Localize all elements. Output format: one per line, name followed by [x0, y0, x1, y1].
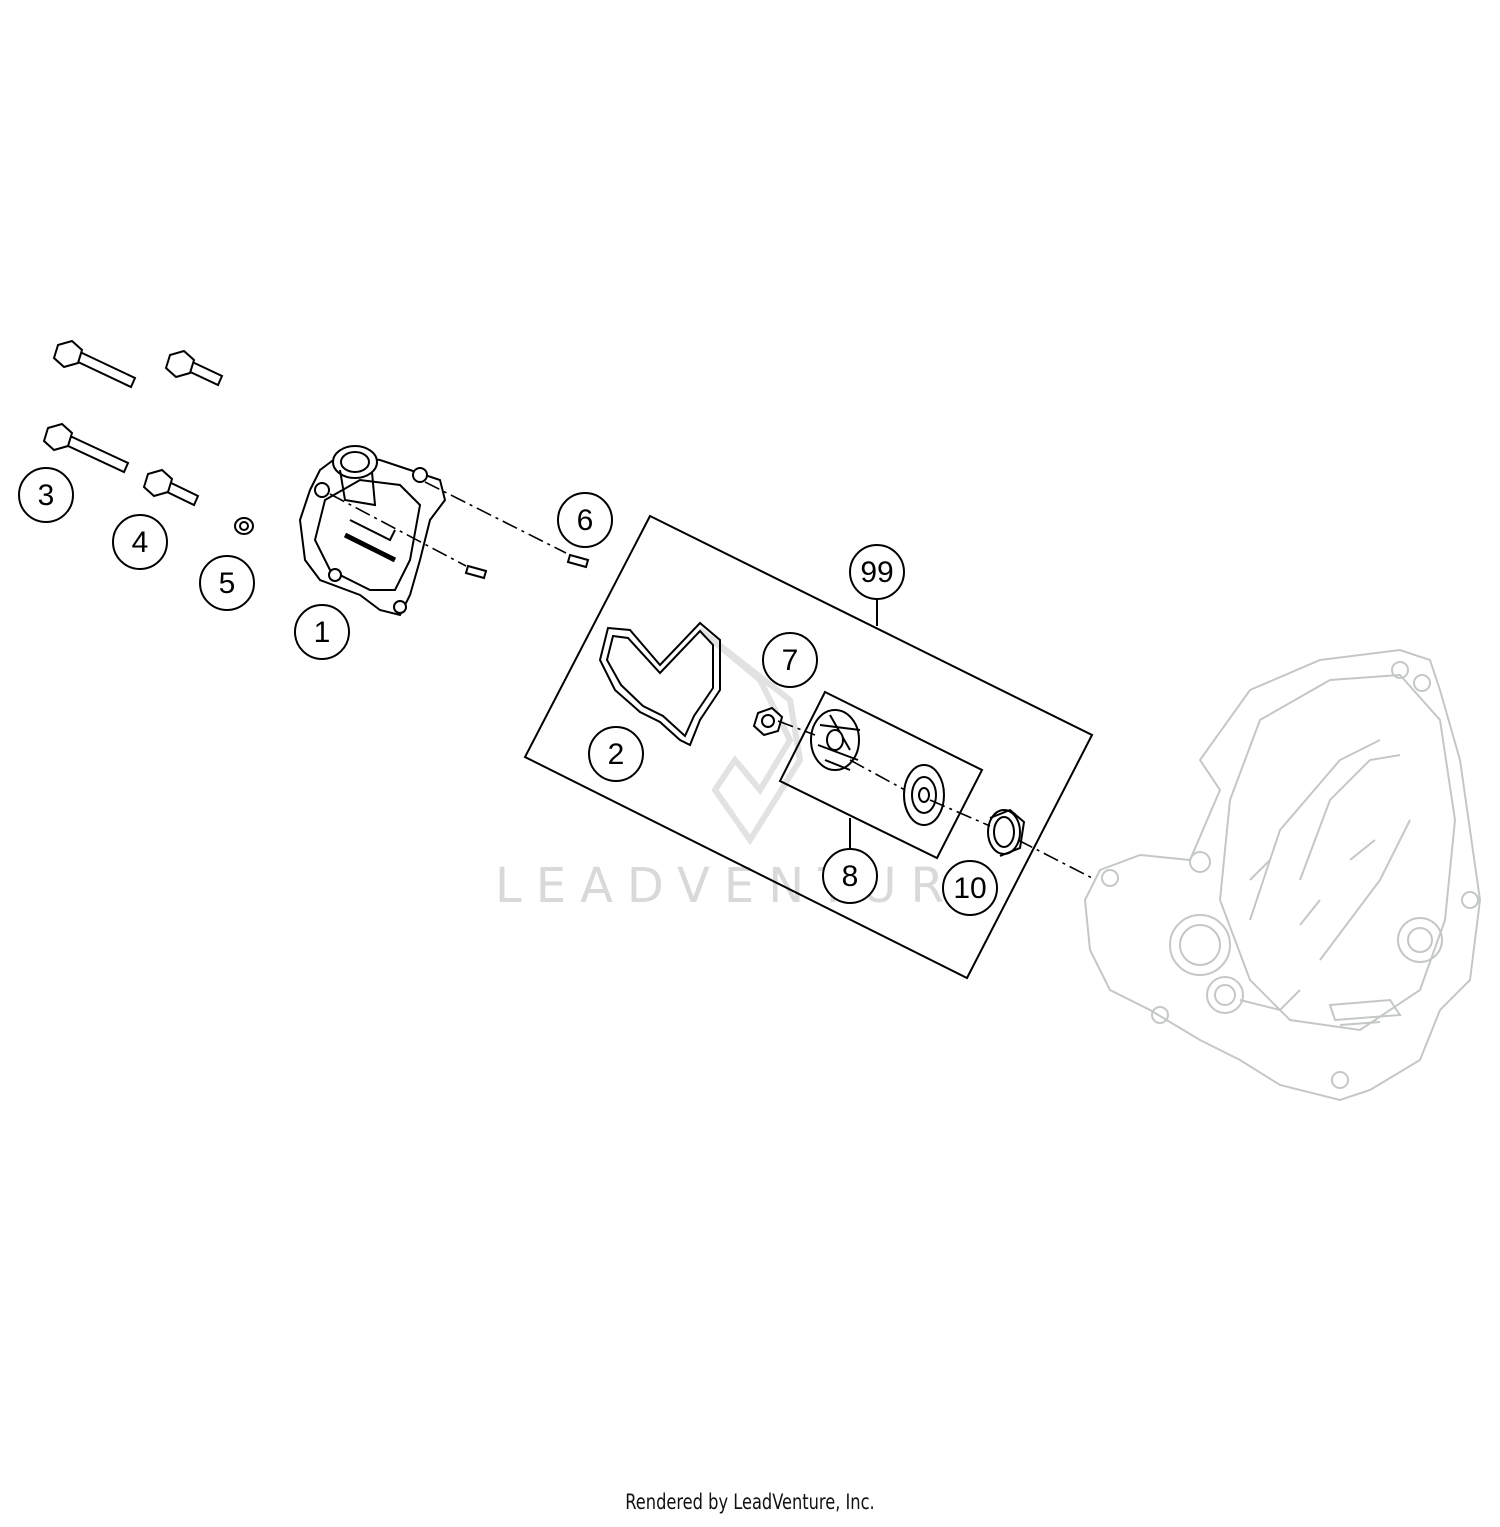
- long-bolt-top: [52, 339, 137, 389]
- callout-2[interactable]: 2: [588, 726, 644, 782]
- engine-cover-illustration: [1083, 648, 1482, 1102]
- watermark-text: LEADVENTURE: [495, 858, 1002, 914]
- callout-10[interactable]: 10: [942, 860, 998, 916]
- callout-5[interactable]: 5: [199, 555, 255, 611]
- nut: [752, 706, 784, 737]
- callout-4-label: 4: [132, 526, 149, 559]
- callout-6-label: 6: [577, 504, 594, 537]
- callout-1[interactable]: 1: [294, 604, 350, 660]
- callout-6[interactable]: 6: [557, 492, 613, 548]
- watermark: LEADVENTURE: [495, 627, 1002, 914]
- pump-shaft-disc: [903, 764, 945, 826]
- kit-group-99: [523, 514, 1094, 980]
- callout-99[interactable]: 99: [849, 544, 905, 600]
- callout-2-label: 2: [608, 738, 625, 771]
- callout-10-label: 10: [953, 872, 986, 905]
- callout-3[interactable]: 3: [18, 467, 74, 523]
- callout-3-label: 3: [38, 479, 55, 512]
- short-bolt-top: [164, 349, 224, 387]
- assembly-lines: [329, 481, 1093, 879]
- callout-5-label: 5: [219, 567, 236, 600]
- callout-7-label: 7: [782, 644, 799, 677]
- kit-box-outline: [523, 514, 1094, 980]
- callout-1-label: 1: [314, 616, 331, 649]
- bolts: [42, 339, 224, 507]
- callout-8-label: 8: [842, 860, 859, 893]
- washer: [234, 517, 254, 535]
- shaft-seal: [987, 808, 1026, 857]
- gasket: [598, 621, 721, 747]
- callout-8[interactable]: 8: [822, 848, 878, 904]
- sub-box-outline: [778, 690, 984, 860]
- callout-7[interactable]: 7: [762, 632, 818, 688]
- short-bolt-bottom: [142, 468, 200, 507]
- callout-4[interactable]: 4: [112, 514, 168, 570]
- footer-credit: Rendered by LeadVenture, Inc.: [625, 1490, 875, 1514]
- dowel-pins: [464, 553, 590, 580]
- callout-99-label: 99: [860, 556, 893, 589]
- water-pump-cover: [298, 445, 447, 617]
- impeller: [810, 709, 861, 771]
- long-bolt-bottom: [42, 422, 130, 474]
